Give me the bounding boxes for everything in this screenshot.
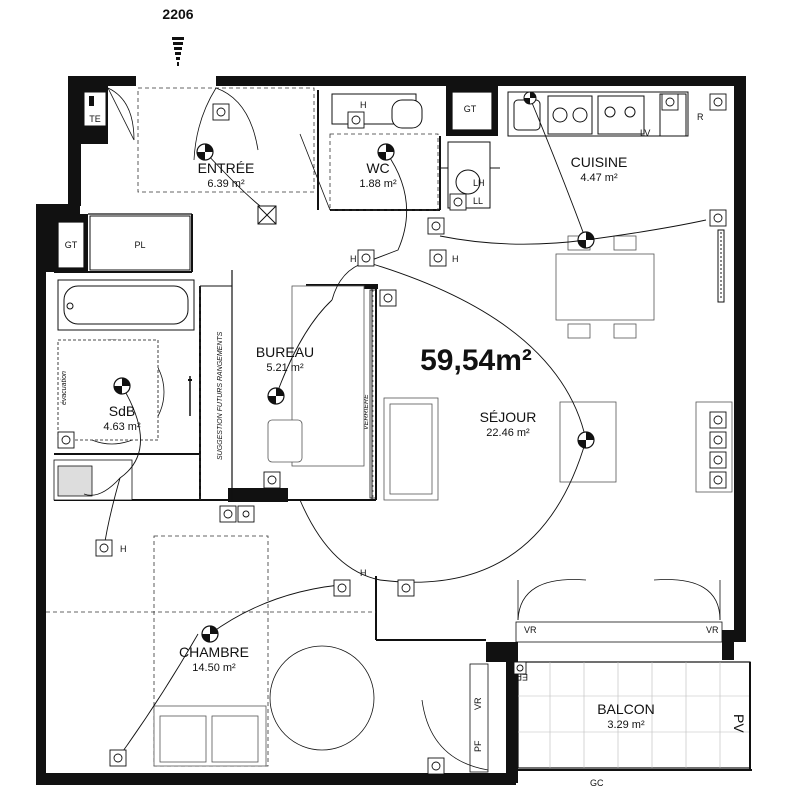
bedroom-window: VR PF (421, 663, 489, 773)
svg-text:SUGGESTION FUTURS RANGEMENTS: SUGGESTION FUTURS RANGEMENTS (217, 331, 224, 460)
svg-text:PL: PL (134, 240, 145, 250)
bathtub (57, 279, 195, 331)
svg-text:H: H (350, 254, 357, 264)
svg-text:H: H (360, 568, 367, 578)
svg-text:H: H (452, 254, 459, 264)
door-swing-icon (107, 87, 331, 211)
room-area-bureau: 5.21 m² (266, 362, 304, 374)
switch-icon (257, 205, 277, 225)
room-area-cuisine: 4.47 m² (580, 172, 618, 184)
electrical-wiring (83, 97, 707, 759)
height-markers: H H H H (120, 254, 459, 578)
bathroom-fixtures: évacuation (53, 339, 192, 501)
unit-number: 2206 (162, 6, 193, 22)
room-name-cuisine: CUISINE (571, 154, 628, 170)
dining-table (555, 235, 655, 339)
svg-text:LV: LV (640, 128, 650, 138)
room-name-balcon: BALCON (597, 701, 655, 717)
svg-text:VR: VR (706, 625, 719, 635)
room-name-entree: ENTRÉE (198, 160, 255, 176)
svg-text:VR: VR (524, 625, 537, 635)
ceiling-light-icon (113, 91, 595, 643)
room-labels: ENTRÉE 6.39 m² WC 1.88 m² CUISINE 4.47 m… (103, 154, 654, 731)
svg-text:VR: VR (473, 697, 483, 710)
room-name-wc: WC (366, 160, 389, 176)
radiator (717, 229, 725, 303)
pl-cupboard: PL (89, 215, 191, 271)
svg-text:PV: PV (731, 714, 747, 733)
network-outlet-icon (237, 505, 255, 523)
room-area-chambre: 14.50 m² (192, 662, 236, 674)
room-area-entree: 6.39 m² (207, 178, 245, 190)
svg-text:EP: EP (516, 672, 528, 682)
verriere-label: VERRIERE (363, 394, 370, 430)
te-cabinet: TE (83, 91, 107, 127)
svg-text:LH: LH (473, 178, 485, 188)
room-name-sejour: SÉJOUR (480, 409, 537, 425)
svg-text:GT: GT (464, 104, 477, 114)
svg-text:PF: PF (473, 740, 483, 752)
balcony: GC PV EP (516, 661, 752, 788)
total-area: 59,54m² (420, 344, 532, 377)
room-area-balcon: 3.29 m² (607, 719, 645, 731)
room-name-bureau: BUREAU (256, 344, 314, 360)
gt-cabinet-sdb: GT (57, 221, 85, 269)
balcony-doors: VR VR (515, 579, 723, 643)
power-outlet-icon (57, 93, 727, 775)
svg-text:GT: GT (65, 240, 78, 250)
wc-fixtures: H (331, 93, 423, 129)
gt-cabinet-wc: GT (451, 91, 493, 131)
room-area-sejour: 22.46 m² (486, 427, 530, 439)
svg-text:H: H (120, 544, 127, 554)
entry-arrow-icon (172, 37, 184, 66)
bed (153, 645, 375, 767)
verriere-partition: VERRIERE (363, 289, 377, 499)
room-name-sdb: SdB (109, 403, 135, 419)
svg-text:TE: TE (89, 114, 101, 124)
svg-text:évacuation: évacuation (61, 371, 68, 405)
room-name-chambre: CHAMBRE (179, 644, 249, 660)
svg-text:R: R (697, 112, 704, 122)
svg-text:H: H (360, 100, 367, 110)
room-area-sdb: 4.63 m² (103, 421, 141, 433)
svg-text:GC: GC (590, 778, 604, 788)
bureau-furniture: SUGGESTION FUTURS RANGEMENTS (217, 285, 365, 467)
sofa (383, 397, 439, 501)
room-area-wc: 1.88 m² (359, 178, 397, 190)
svg-text:LL: LL (473, 196, 483, 206)
